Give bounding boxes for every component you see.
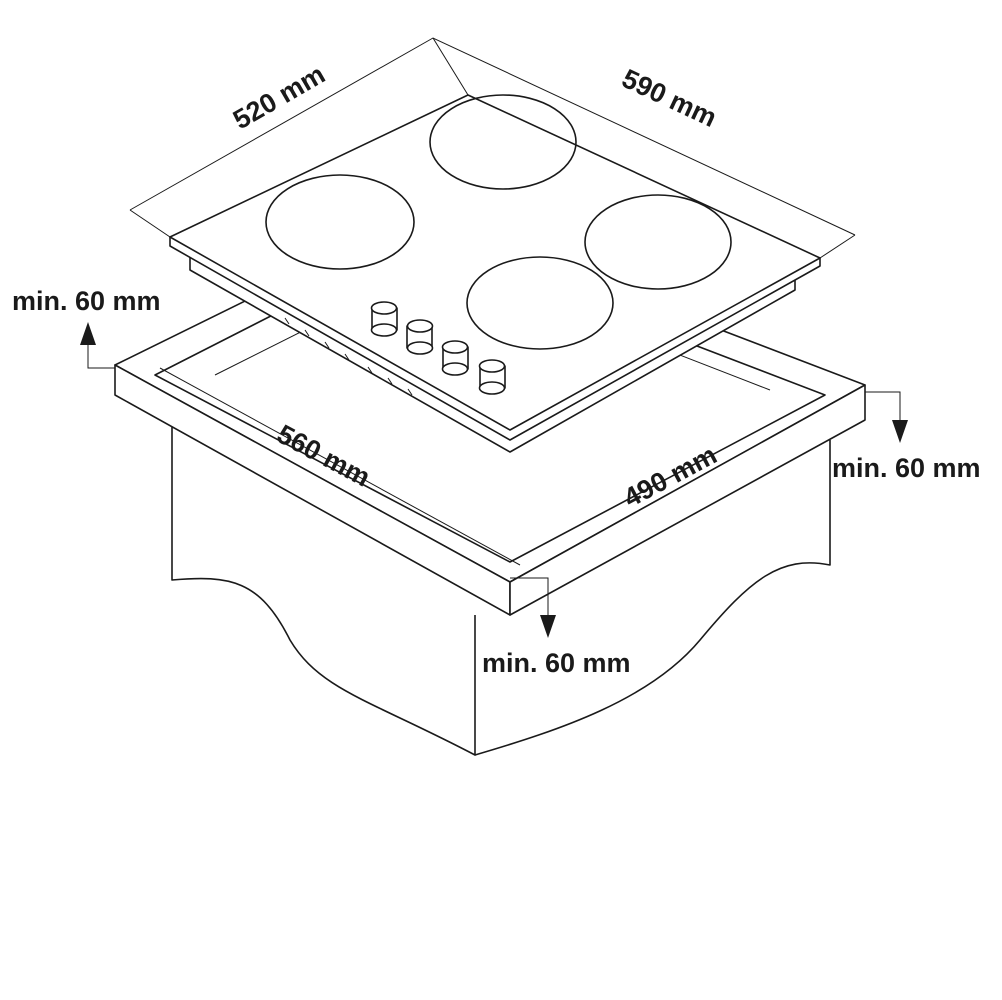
hob (169, 94, 821, 453)
hob-depth-label: 520 mm (228, 59, 330, 135)
burner-front-left (466, 256, 614, 350)
arrow-up-icon (80, 322, 96, 345)
burner-back-right (429, 94, 577, 190)
clearance-front-label: min. 60 mm (482, 648, 631, 678)
knob-1 (370, 301, 398, 337)
hob-width-label: 590 mm (617, 63, 721, 133)
knob-3 (441, 340, 469, 376)
burner-back-left (265, 174, 415, 270)
knob-4 (478, 359, 506, 395)
clearance-back-label: min. 60 mm (12, 286, 161, 316)
control-knobs (370, 301, 506, 395)
arrow-down-icon (540, 615, 556, 638)
dimension-lines (129, 37, 856, 259)
arrow-down-icon (892, 420, 908, 443)
burner-front-right (584, 194, 732, 290)
cabinet (171, 420, 831, 756)
knob-2 (406, 319, 434, 355)
clearance-arrows (80, 322, 908, 638)
clearance-right-label: min. 60 mm (832, 453, 981, 483)
